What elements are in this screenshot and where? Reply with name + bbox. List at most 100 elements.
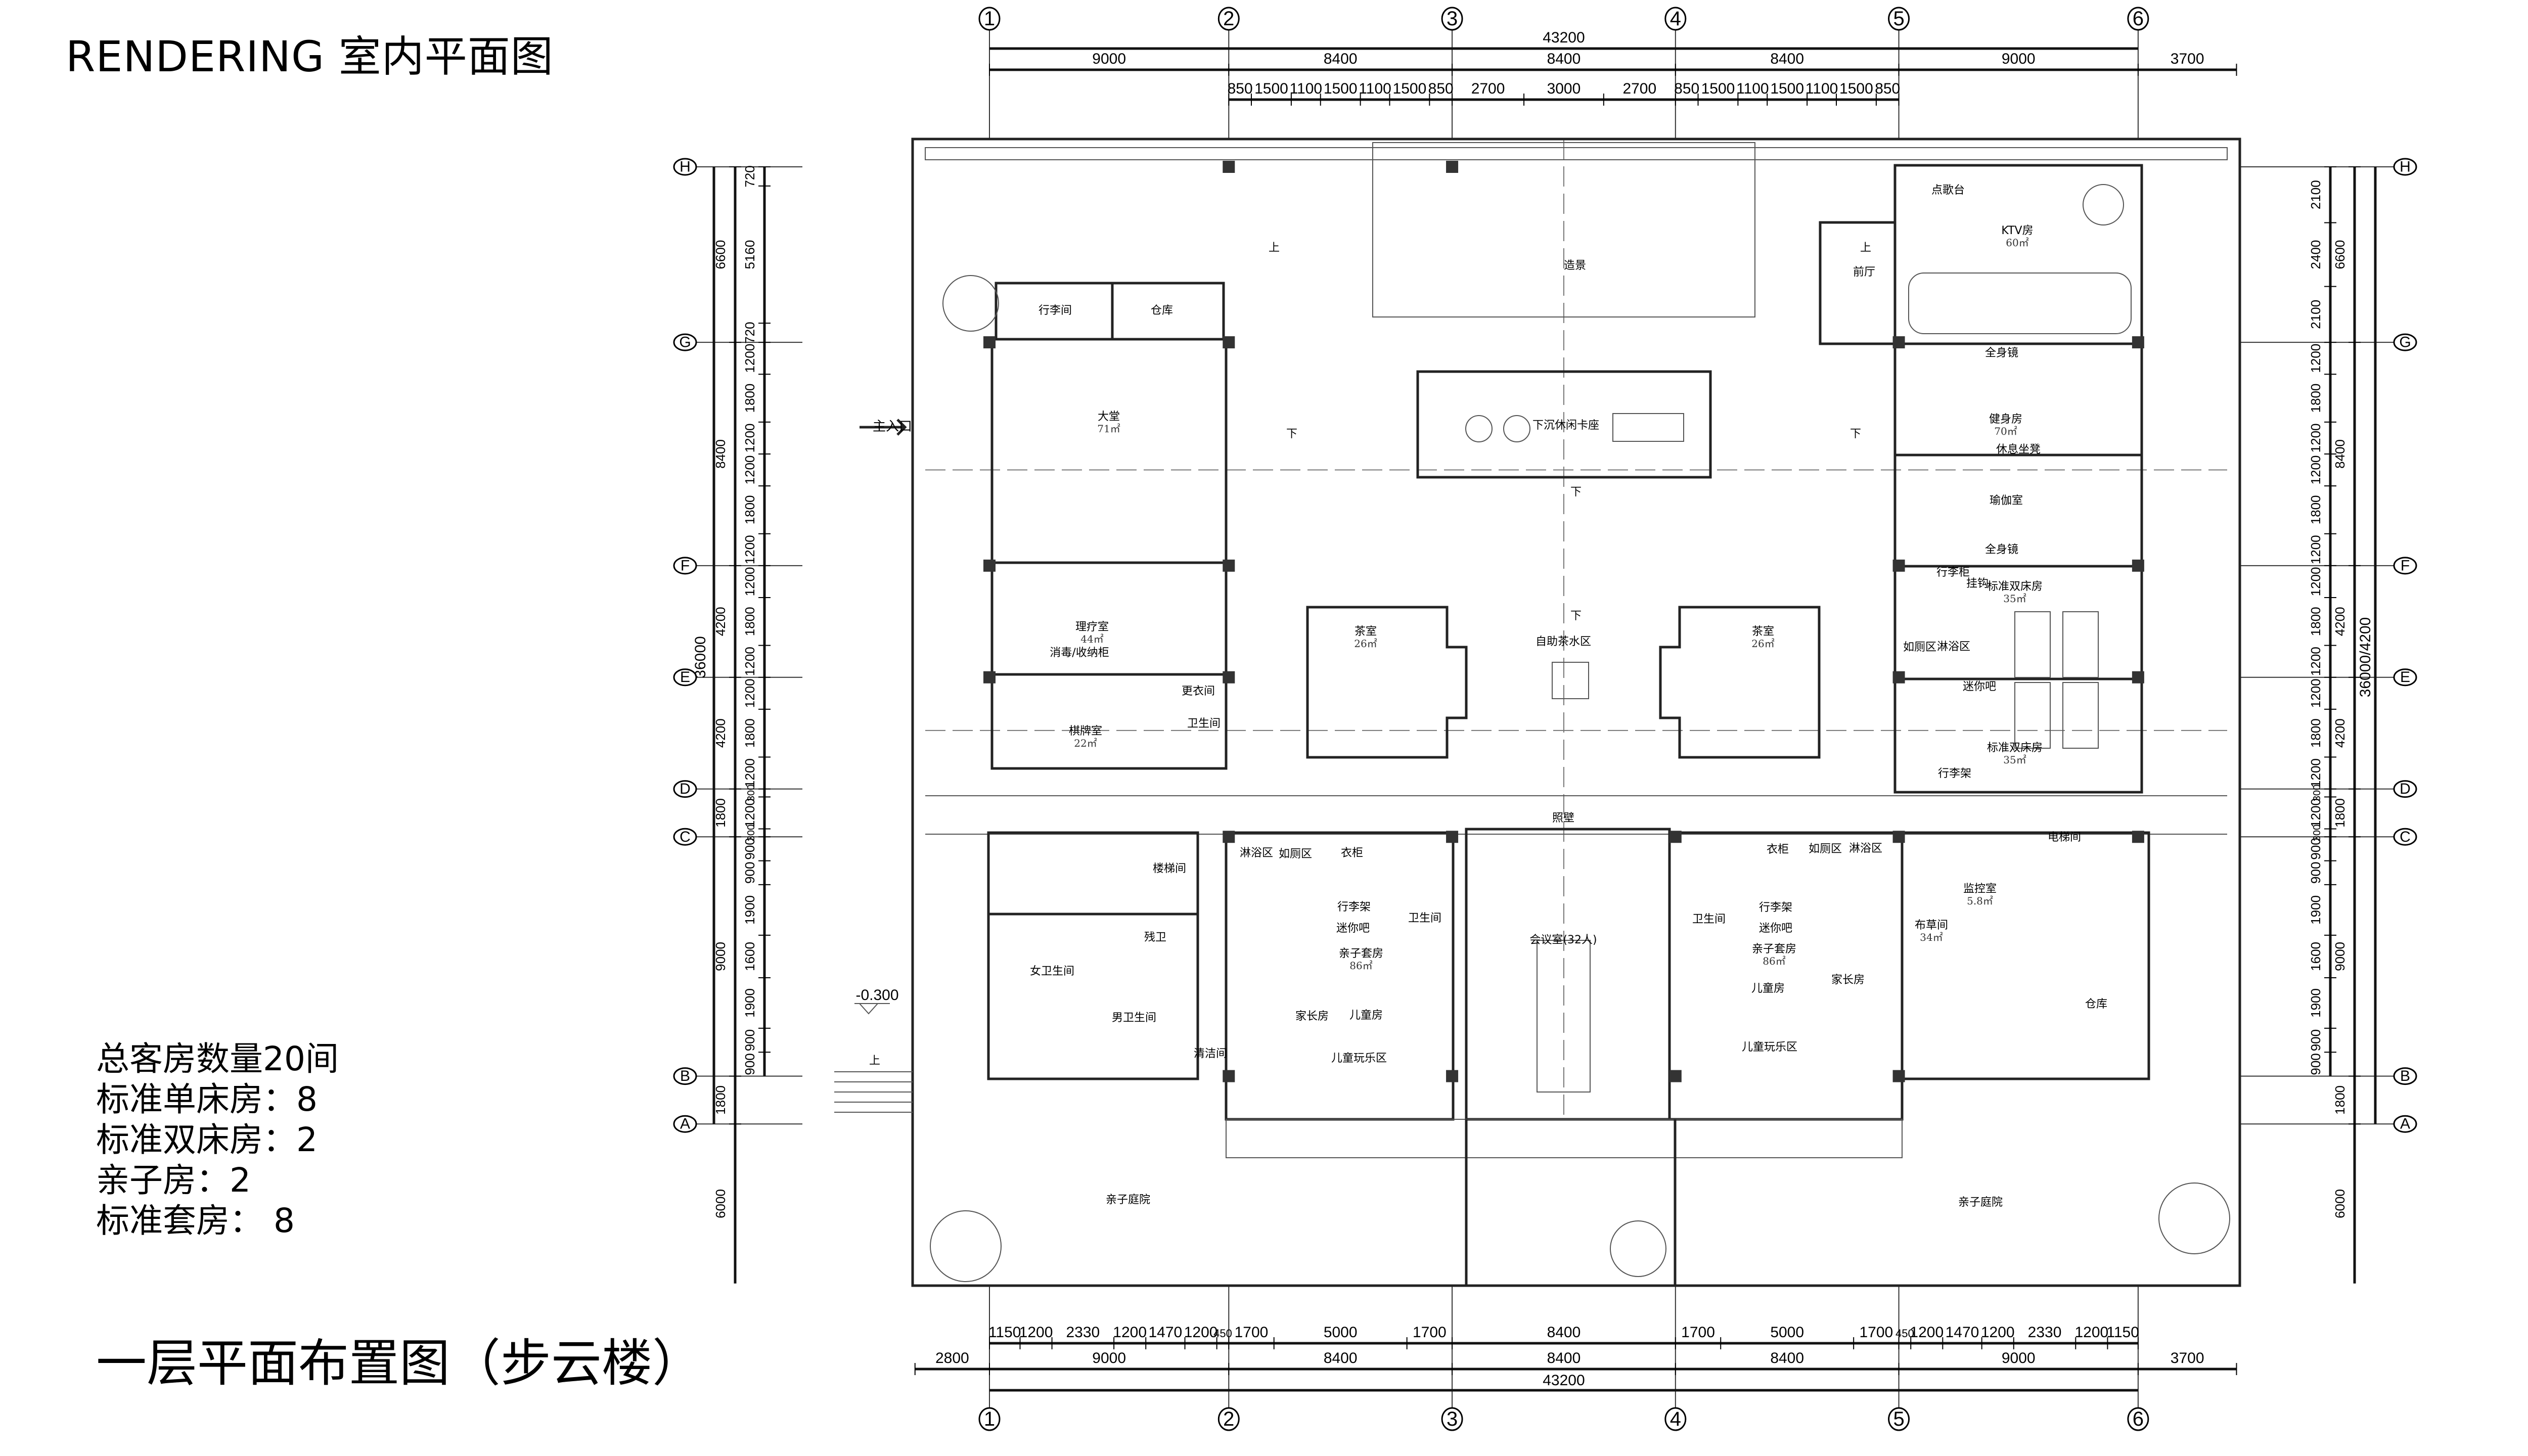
dimension-value: 1800 xyxy=(2332,1085,2348,1115)
dimension-value: 8400 xyxy=(1324,51,1358,67)
bed xyxy=(2014,611,2051,678)
room-label: 男卫生间 xyxy=(1112,1012,1156,1024)
dimension-value: 8400 xyxy=(1547,51,1581,67)
dimension-value: 1200 xyxy=(2308,456,2323,485)
room-label: 仓库 xyxy=(1151,304,1173,317)
room-label: 儿童玩乐区 xyxy=(1742,1041,1797,1054)
dimension-value: 1470 xyxy=(1149,1324,1183,1341)
room-label: 茶室 xyxy=(1752,625,1774,638)
stair-up-label: 上 xyxy=(1860,242,1871,254)
dimension-value: 1200 xyxy=(742,344,757,373)
column xyxy=(2132,559,2144,572)
dimension-value: 6000 xyxy=(2332,1189,2348,1218)
stair-down-label: 下 xyxy=(1286,428,1297,440)
dimension-value: 5000 xyxy=(1324,1324,1358,1341)
axis-bubble-icon xyxy=(978,7,1001,31)
summary-family: 亲子房：2 xyxy=(96,1161,251,1200)
dimension-value: 1800 xyxy=(713,1085,728,1115)
dimension-total: 36000/4200 xyxy=(2357,617,2374,698)
summary-suite: 标准套房： 8 xyxy=(96,1201,295,1240)
chess-room-walls xyxy=(990,673,1228,770)
room-label: 迷你吧 xyxy=(1759,922,1792,935)
room-area: 71㎡ xyxy=(1097,423,1120,435)
axis-bubble-icon xyxy=(673,1115,697,1133)
dimension-value: 1200 xyxy=(2308,678,2323,708)
dimension-value: 1200 xyxy=(2308,423,2323,452)
column xyxy=(1223,559,1235,572)
dimension-value: 8400 xyxy=(1324,1350,1358,1367)
room-label: 清洁间 xyxy=(1194,1048,1227,1060)
dimension-value: 1200 xyxy=(2308,344,2323,373)
dimension-value: 1500 xyxy=(1701,80,1735,97)
family-suite-left-walls xyxy=(1225,831,1455,1121)
dimension-value: 1200 xyxy=(742,535,757,564)
tree-icon xyxy=(2158,1182,2230,1254)
column xyxy=(983,671,996,684)
room-label: 自助茶水区 xyxy=(1536,635,1591,648)
dimension-value: 4200 xyxy=(2332,718,2348,748)
axis-label: 2 xyxy=(1223,1408,1234,1430)
axis-label: H xyxy=(2400,159,2411,175)
dimension-value: 5160 xyxy=(742,240,757,269)
dimension-value: 8400 xyxy=(1770,51,1804,67)
dimension-value: 900 xyxy=(742,838,757,859)
tea-room-left-walls xyxy=(1306,606,1468,759)
dimension-value: 9000 xyxy=(713,942,728,971)
dimension-value: 900 xyxy=(2308,838,2323,859)
axis-bubble-icon xyxy=(1217,7,1240,31)
dimension-value: 1100 xyxy=(1290,80,1323,97)
dimension-value: 6600 xyxy=(713,240,728,269)
dimension-value: 1800 xyxy=(2308,607,2323,636)
axis-bubble-icon xyxy=(1888,1407,1910,1431)
dimension-value: 9000 xyxy=(1092,51,1126,67)
room-label: 淋浴区 xyxy=(1849,842,1882,855)
dimension-value: 4200 xyxy=(713,718,728,748)
room-label: 卫生间 xyxy=(1692,913,1726,926)
dimension-value: 900 xyxy=(2308,1053,2323,1075)
room-label: 茶室 xyxy=(1355,625,1377,638)
axis-bubble-icon xyxy=(1217,1407,1240,1431)
round-table xyxy=(1503,415,1530,442)
axis-label: E xyxy=(2400,669,2410,686)
room-area: 70㎡ xyxy=(1994,425,2017,437)
dimension-value: 850 xyxy=(1875,80,1900,97)
axis-label: A xyxy=(680,1116,690,1132)
dimension-value: 850 xyxy=(1674,80,1699,97)
dimension-value: 1200 xyxy=(742,758,757,788)
stair-down-label: 下 xyxy=(1570,486,1582,498)
dimension-total: 43200 xyxy=(1543,1372,1585,1389)
room-label: 亲子庭院 xyxy=(1106,1194,1150,1206)
dimension-value: 1500 xyxy=(1770,80,1804,97)
dimension-value: 2700 xyxy=(1622,80,1656,97)
dimension-value: 6000 xyxy=(713,1189,728,1218)
dimension-value: 1200 xyxy=(2308,567,2323,596)
site-boundary xyxy=(911,138,2241,1287)
room-label: 照壁 xyxy=(1552,812,1574,825)
room-area: 86㎡ xyxy=(1763,955,1785,967)
entry-steps xyxy=(834,1071,913,1113)
room-area: 26㎡ xyxy=(1751,638,1774,650)
gym-walls xyxy=(1893,342,2143,457)
dimension-value: 1800 xyxy=(2332,798,2348,828)
axis-bubble-icon xyxy=(2393,557,2417,575)
axis-bubble-icon xyxy=(673,780,697,798)
room-area: 35㎡ xyxy=(2003,593,2026,605)
room-area: 26㎡ xyxy=(1354,638,1377,650)
room-label: 棋牌室 xyxy=(1069,725,1102,738)
dimension-value: 2700 xyxy=(1471,80,1505,97)
summary-total: 总客房数量20间 xyxy=(96,1039,339,1078)
stair-down-label: 下 xyxy=(1850,428,1861,440)
room-label: 大堂 xyxy=(1098,411,1120,423)
room-label: 衣柜 xyxy=(1767,843,1789,856)
tree-icon xyxy=(930,1210,1002,1282)
room-label: 儿童房 xyxy=(1349,1009,1383,1022)
dimension-value: 720 xyxy=(742,165,757,187)
axis-label: 4 xyxy=(1670,8,1681,30)
axis-bubble-icon xyxy=(673,668,697,687)
dimension-value: 1470 xyxy=(1946,1324,1979,1341)
meeting-room-walls xyxy=(1465,828,1671,1121)
dimension-value: 1200 xyxy=(2074,1324,2108,1341)
dimension-value: 900 xyxy=(742,1053,757,1075)
axis-label: C xyxy=(680,829,691,845)
